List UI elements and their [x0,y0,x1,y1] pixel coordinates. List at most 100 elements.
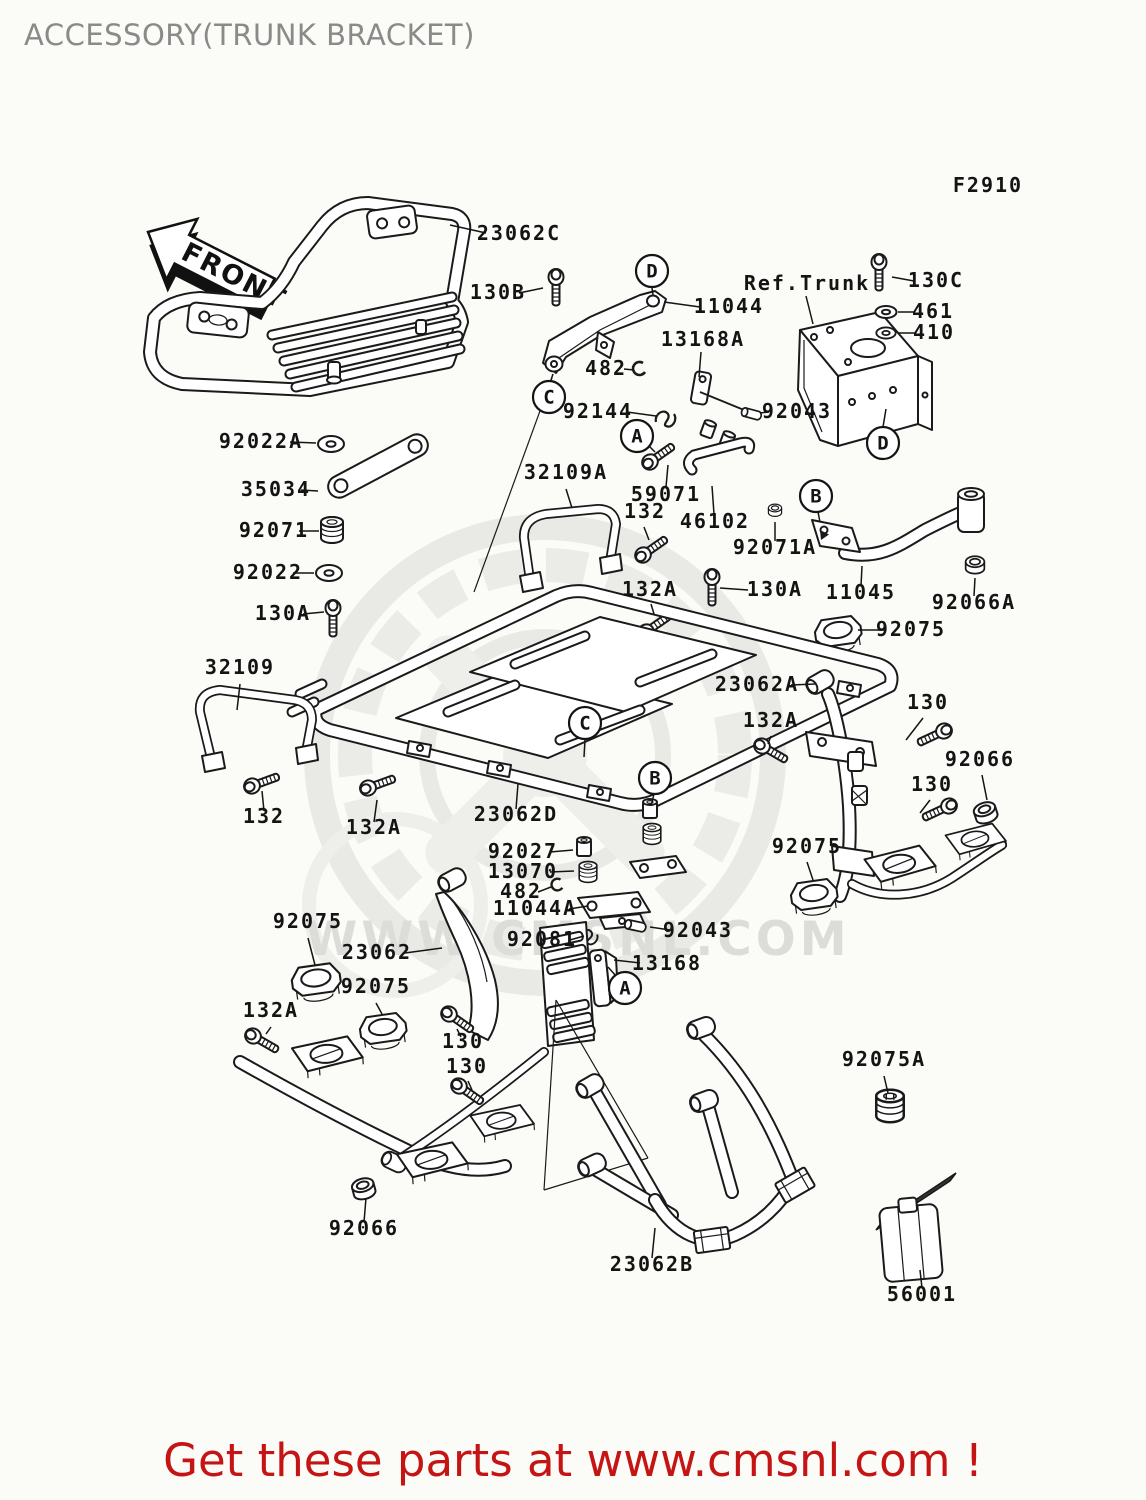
leader-line-13168a [698,351,702,378]
part-label-132a: 132A [743,708,799,732]
part-92075a-damper [875,1088,905,1124]
part-label-23062a: 23062A [715,672,799,696]
part-32109a-handle [518,504,623,593]
part-label-461: 461 [912,299,954,323]
part-130b-bolt [547,268,565,307]
part-label-92075: 92075 [273,909,343,933]
callout-letter-b: B [810,486,821,508]
part-92071a-damper [767,503,783,518]
callout-circle-c [531,379,567,415]
part-label-92022: 92022 [233,560,303,584]
part-label-59071: 59071 [631,482,701,506]
leader-line-92066a [973,577,976,597]
leader-line-32109 [236,683,241,711]
part-label-11045: 11045 [826,580,896,604]
callout-letter-c: C [579,713,590,735]
part-11044-bracket [473,290,667,593]
part-130a-bolt-1 [324,599,342,638]
leader-line-92043 [759,411,770,414]
part-92071-damper [320,516,344,544]
part-stack-11044a [550,836,651,947]
callout-circle-c [567,705,603,741]
part-label-92144: 92144 [563,399,633,423]
callout-line-c [583,739,586,758]
leader-line-132a [265,1026,272,1035]
part-132a-bolt-5 [241,1024,283,1058]
callout-line-d [882,408,887,428]
leader-line-92066 [981,774,988,801]
part-130-bolt-r2 [919,794,961,826]
part-410-washer [875,326,897,340]
part-label-23062c: 23062C [477,221,561,245]
part-23062b-frame [572,1013,816,1255]
leader-line-130 [456,1028,462,1038]
callout-letter-d: D [877,433,888,455]
part-label-23062: 23062 [342,940,412,964]
part-label-132a: 132A [346,815,402,839]
callout-circle-b [798,478,834,514]
callout-line-b [650,793,655,807]
part-label-35034: 35034 [241,477,311,501]
page-title: ACCESSORY(TRUNK BRACKET) [24,18,475,52]
leader-line-132a [767,735,772,745]
part-label-130a: 130A [747,577,803,601]
leader-line-13168 [613,959,641,964]
part-label-132: 132 [243,804,285,828]
part-23062c-carrier [143,196,472,397]
leader-line-130b [518,287,544,294]
leader-line-23062a [790,683,816,686]
leader-line-46102 [711,485,715,515]
leader-line-11045 [860,565,863,587]
leader-line-92022a [289,441,317,444]
part-label-130: 130 [442,1029,484,1053]
leader-line-482 [623,368,635,371]
leader-line-ref.trunk [805,295,814,325]
part-label-11044a: 11044A [493,896,577,920]
leader-line-130c [891,276,915,282]
part-label-92066: 92066 [945,747,1015,771]
part-label-32109a: 32109A [524,460,608,484]
part-label-92075: 92075 [876,617,946,641]
leader-line-92043 [649,926,671,931]
part-label-92081: 92081 [507,927,577,951]
part-stack-11044b [629,798,687,879]
part-label-92075: 92075 [772,834,842,858]
leader-line-92075 [375,1002,383,1015]
part-label-56001: 56001 [887,1282,957,1306]
leader-line-130 [467,1080,473,1091]
figure-code: F2910 [953,173,1023,197]
part-92066-plug-1 [970,798,1001,827]
leader-line-23062d [515,783,519,810]
part-left-rail [233,1034,549,1187]
part-label-92066a: 92066A [932,590,1016,614]
part-92075-grommet-4 [357,1010,410,1053]
part-label-92071a: 92071A [733,535,817,559]
leader-line-130a [302,611,325,615]
leader-line-92075 [806,861,814,881]
part-label-130: 130 [911,772,953,796]
callout-circle-d [634,253,670,289]
part-92066-plug-2 [349,1175,378,1203]
part-label-130: 130 [446,1054,488,1078]
part-92022-washer [315,564,343,582]
leader-line-13070 [549,870,575,873]
leader-line-132 [261,790,265,812]
callout-letter-a: A [619,978,631,1000]
part-461-washer [874,305,898,319]
callout-circle-a [619,418,655,454]
leader-line-23062b [651,1227,656,1259]
leader-line-482 [537,886,552,893]
part-label-410: 410 [913,320,955,344]
part-label-482: 482 [585,356,627,380]
part-92022a-washer [317,435,345,453]
callout-letter-a: A [631,426,643,448]
callout-line-c [550,373,554,381]
leader-line-130 [919,799,931,814]
leader-line-130 [905,717,924,741]
leader-line-23062c [449,224,487,234]
part-92066a-plug [964,555,986,575]
part-11045-arm [811,487,985,562]
